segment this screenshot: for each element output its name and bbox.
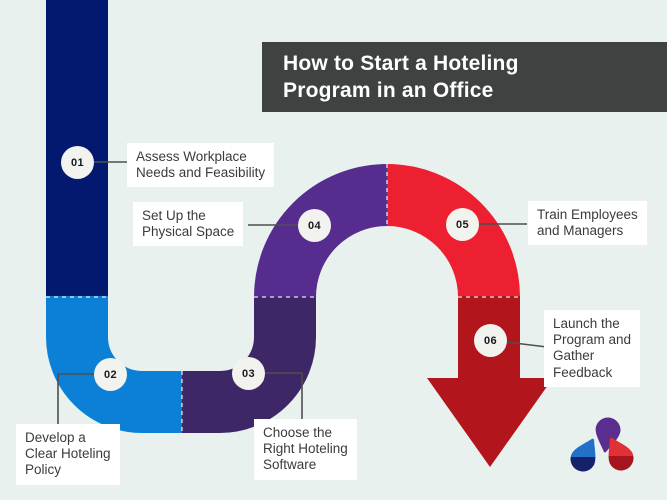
step-number: 03 <box>241 367 256 380</box>
step-number: 02 <box>103 368 118 381</box>
step-label-02: Develop a Clear Hoteling Policy <box>16 424 120 485</box>
step-badge-06: 06 <box>474 324 507 357</box>
connector-line-step3 <box>264 372 303 423</box>
step-label-05: Train Employees and Managers <box>528 201 647 246</box>
segment-step5-red <box>385 164 520 299</box>
segment-step2-blue <box>46 296 183 433</box>
brand-logo <box>566 415 638 476</box>
step-label-01: Assess Workplace Needs and Feasibility <box>127 143 275 188</box>
step-label-04: Set Up the Physical Space <box>133 202 244 247</box>
step-badge-04: 04 <box>298 209 331 242</box>
connector-line-step2 <box>57 373 94 424</box>
segment-step3-purple-dark <box>182 296 316 433</box>
title-banner: How to Start a Hoteling Program in an Of… <box>262 42 667 112</box>
arrow-down-icon <box>427 378 553 467</box>
step-badge-05: 05 <box>446 208 479 241</box>
segment-step4-purple <box>254 164 389 299</box>
connector-line-step6 <box>505 341 548 348</box>
step-badge-03: 03 <box>232 357 265 390</box>
step-number: 04 <box>307 219 322 232</box>
step-number: 01 <box>70 156 85 169</box>
step-number: 05 <box>455 218 470 231</box>
step-number: 06 <box>483 334 498 347</box>
step-label-06: Launch the Program and Gather Feedback <box>544 310 641 387</box>
step-badge-01: 01 <box>61 146 94 179</box>
page-title: How to Start a Hoteling Program in an Of… <box>283 51 519 102</box>
step-label-03: Choose the Right Hoteling Software <box>254 419 357 480</box>
step-badge-02: 02 <box>94 358 127 391</box>
